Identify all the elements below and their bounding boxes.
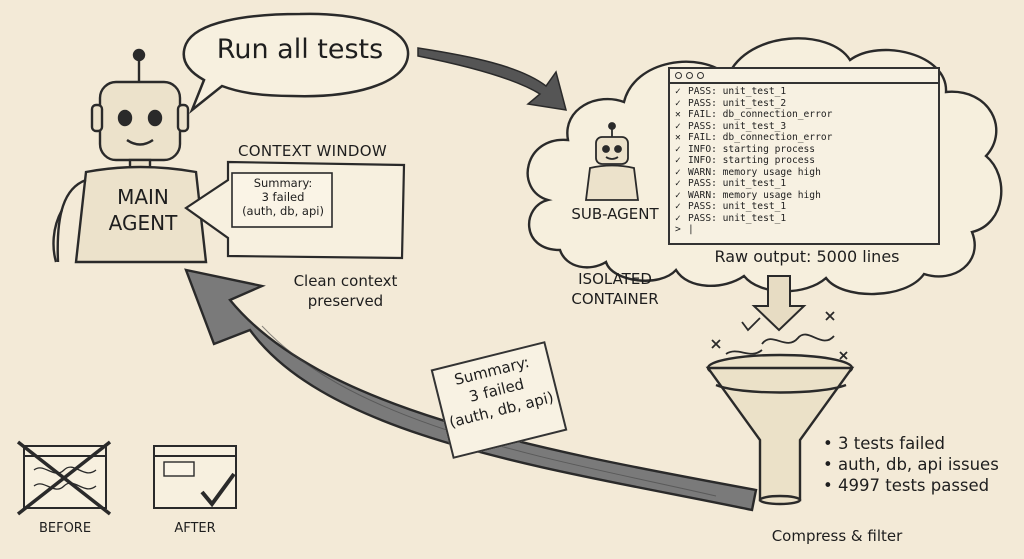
terminal-title-bar [670, 69, 938, 84]
context-summary-line1: Summary: [253, 176, 313, 190]
terminal-line: ✓ PASS: unit_test_1 [675, 213, 938, 225]
terminal-line-marker: ✓ [675, 189, 681, 201]
terminal-line-text: PASS: unit_test_2 [688, 97, 787, 109]
before-label: BEFORE [38, 521, 92, 536]
terminal-line: ✓ INFO: starting process [675, 155, 938, 167]
terminal-line-marker: > [675, 224, 681, 235]
result-item: • 4997 tests passed [823, 476, 990, 495]
terminal-line-text: | [688, 224, 694, 235]
terminal-line-text: WARN: memory usage high [688, 166, 821, 178]
isolated-container-label: ISOLATED CONTAINER [550, 269, 680, 309]
main-agent-label-line2: AGENT [108, 211, 178, 235]
terminal-line: ✓ PASS: unit_test_2 [675, 98, 938, 110]
terminal-line-text: INFO: starting process [688, 143, 816, 155]
terminal-line-text: PASS: unit_test_3 [688, 120, 787, 132]
terminal-line: ✓ WARN: memory usage high [675, 167, 938, 179]
terminal-line-marker: ✓ [675, 155, 681, 166]
terminal-line-marker: ✕ [675, 132, 681, 143]
main-agent-robot [52, 48, 208, 264]
terminal-line-text: PASS: unit_test_1 [688, 201, 787, 212]
clean-context-line1: Clean context [293, 272, 398, 290]
window-dot-icon [697, 72, 704, 79]
terminal-output: ✓ PASS: unit_test_1 ✓ PASS: unit_test_2 ✕ FAI… [670, 84, 938, 236]
clean-context-line2: preserved [307, 292, 384, 310]
terminal-line: ✓ PASS: unit_test_3 [675, 121, 938, 133]
arrow-to-container [417, 47, 568, 111]
window-dot-icon [686, 72, 693, 79]
terminal-window: ✓ PASS: unit_test_1 ✓ PASS: unit_test_2 ✕ FAI… [668, 67, 940, 245]
terminal-line: >| [675, 224, 938, 236]
main-agent-label: MAIN AGENT [88, 184, 198, 236]
context-summary-line2: 3 failed [261, 190, 305, 204]
speech-bubble-text: Run all tests [216, 34, 384, 65]
terminal-line: ✕ FAIL: db_connection_error [675, 132, 938, 144]
down-arrow-to-funnel [751, 275, 807, 332]
main-agent-label-line1: MAIN [117, 185, 169, 209]
terminal-line-marker: ✓ [675, 143, 681, 155]
window-dot-icon [675, 72, 682, 79]
terminal-line-marker: ✓ [675, 86, 681, 97]
terminal-line-marker: ✓ [675, 178, 681, 189]
terminal-line: ✓ PASS: unit_test_1 [675, 178, 938, 190]
isolated-container-line2: CONTAINER [571, 290, 659, 308]
sub-agent-label: SUB-AGENT [571, 205, 659, 223]
terminal-line-marker: ✓ [675, 97, 681, 109]
clean-context-caption: Clean context preserved [288, 271, 403, 311]
result-item: • 3 tests failed [823, 434, 945, 453]
context-window-title: CONTEXT WINDOW [238, 142, 387, 160]
terminal-line-marker: ✕ [675, 109, 681, 120]
raw-output-label: Raw output: 5000 lines [714, 247, 900, 266]
compress-filter-label: Compress & filter [771, 527, 903, 545]
funnel-debris [711, 311, 848, 360]
terminal-line-text: PASS: unit_test_1 [688, 178, 787, 189]
isolated-container-line1: ISOLATED [578, 270, 652, 288]
result-item: • auth, db, api issues [823, 455, 999, 474]
terminal-line-text: INFO: starting process [688, 155, 816, 166]
speech-bubble [182, 12, 410, 114]
terminal-line-text: FAIL: db_connection_error [688, 109, 833, 120]
context-summary: Summary: 3 failed (auth, db, api) [237, 176, 329, 218]
terminal-line-text: FAIL: db_connection_error [688, 132, 833, 143]
terminal-line-marker: ✓ [675, 201, 681, 212]
context-window-box [184, 160, 406, 260]
terminal-line: ✓ PASS: unit_test_1 [675, 201, 938, 213]
terminal-line: ✓ PASS: unit_test_1 [675, 86, 938, 98]
terminal-line: ✓ INFO: starting process [675, 144, 938, 156]
terminal-line-marker: ✓ [675, 166, 681, 178]
before-window-icon [16, 440, 112, 516]
terminal-line: ✕ FAIL: db_connection_error [675, 109, 938, 121]
sub-agent-robot [584, 122, 640, 201]
after-window-icon [153, 445, 237, 509]
funnel [705, 353, 855, 506]
context-summary-line3: (auth, db, api) [242, 204, 324, 218]
terminal-line-text: PASS: unit_test_1 [688, 212, 787, 224]
terminal-line-text: PASS: unit_test_1 [688, 86, 787, 97]
terminal-line-marker: ✓ [675, 212, 681, 224]
after-label: AFTER [174, 521, 216, 536]
results-list: • 3 tests failed • auth, db, api issues … [823, 433, 999, 496]
terminal-line: ✓ WARN: memory usage high [675, 190, 938, 202]
terminal-line-text: WARN: memory usage high [688, 189, 821, 201]
terminal-line-marker: ✓ [675, 120, 681, 132]
